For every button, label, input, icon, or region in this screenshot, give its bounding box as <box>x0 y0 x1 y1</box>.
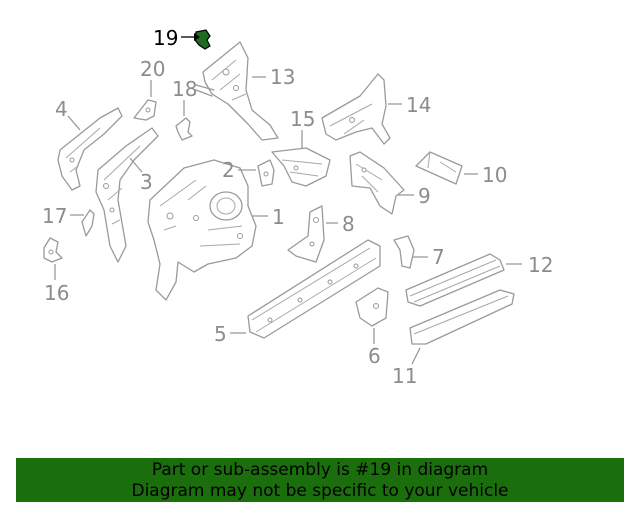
callout-20[interactable]: 20 <box>140 57 165 81</box>
callout-1[interactable]: 1 <box>272 205 285 229</box>
callout-7[interactable]: 7 <box>432 245 445 269</box>
part-6[interactable] <box>355 287 389 327</box>
callout-8[interactable]: 8 <box>342 212 355 236</box>
banner-line-2: Diagram may not be specific to your vehi… <box>131 481 509 501</box>
part-14[interactable] <box>321 73 391 145</box>
part-4[interactable] <box>57 107 123 191</box>
part-13[interactable] <box>195 41 279 141</box>
callout-14[interactable]: 14 <box>406 93 431 117</box>
callout-4[interactable]: 4 <box>55 97 68 121</box>
callout-16[interactable]: 16 <box>44 281 69 305</box>
callout-3[interactable]: 3 <box>140 170 153 194</box>
callout-2[interactable]: 2 <box>222 158 235 182</box>
part-16[interactable] <box>43 237 63 263</box>
callout-17[interactable]: 17 <box>42 204 67 228</box>
callout-12[interactable]: 12 <box>528 253 553 277</box>
part-15[interactable] <box>271 147 331 187</box>
part-19-clip[interactable] <box>194 29 211 50</box>
part-5[interactable] <box>247 239 381 339</box>
callout-5[interactable]: 5 <box>214 322 227 346</box>
part-20[interactable] <box>133 99 157 121</box>
part-12[interactable] <box>405 253 505 307</box>
callout-13[interactable]: 13 <box>270 65 295 89</box>
callout-6[interactable]: 6 <box>368 344 381 368</box>
parts-diagram: 19 13 20 18 4 3 17 <box>42 26 553 388</box>
part-9[interactable] <box>349 151 405 215</box>
callout-9[interactable]: 9 <box>418 184 431 208</box>
callout-11[interactable]: 11 <box>392 364 417 388</box>
callout-19[interactable]: 19 <box>153 26 178 50</box>
part-2[interactable] <box>257 159 275 187</box>
banner-line-1: Part or sub-assembly is #19 in diagram <box>151 460 489 480</box>
part-11[interactable] <box>409 289 515 345</box>
part-10[interactable] <box>415 151 463 185</box>
part-8[interactable] <box>287 205 325 263</box>
part-1[interactable] <box>147 159 257 301</box>
part-3[interactable] <box>95 127 159 263</box>
callout-10[interactable]: 10 <box>482 163 507 187</box>
callout-15[interactable]: 15 <box>290 107 315 131</box>
arrow-19 <box>194 33 200 41</box>
callout-18[interactable]: 18 <box>172 77 197 101</box>
part-18[interactable] <box>175 117 193 141</box>
part-17[interactable] <box>81 209 95 237</box>
info-banner: Part or sub-assembly is #19 in diagram D… <box>16 458 624 502</box>
part-7[interactable] <box>393 235 415 269</box>
